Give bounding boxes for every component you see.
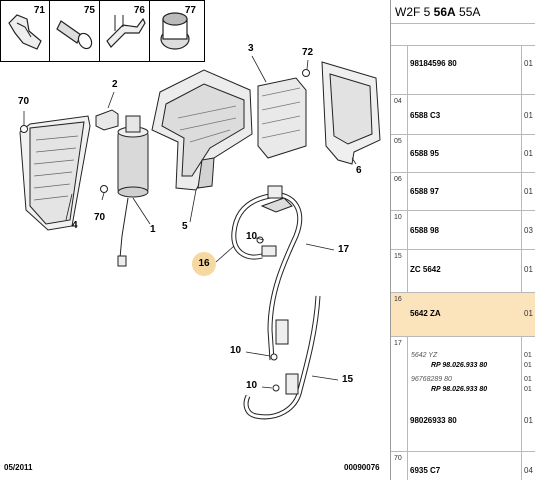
callout-17[interactable]: 17: [338, 244, 350, 255]
row-index: 70: [394, 455, 402, 462]
part-quantity: 01: [524, 416, 533, 425]
callout-6[interactable]: 6: [356, 165, 362, 176]
part-row[interactable]: 17 5642 YZ RP 98.026.933 80 96768289 80 …: [391, 337, 535, 452]
part-row[interactable]: 70 6935 C7 04: [391, 452, 535, 480]
part-reference[interactable]: 98184596 80: [410, 59, 457, 68]
part-quantity: 01: [524, 111, 533, 120]
control-module-part-3: [257, 77, 307, 159]
column-divider: [521, 46, 522, 480]
callout-5[interactable]: 5: [182, 221, 188, 232]
housing-bracket-part-5: [151, 69, 253, 191]
callout-3[interactable]: 3: [248, 43, 254, 54]
sub-quantity: 01: [524, 386, 532, 393]
grommet-icon: [160, 12, 190, 50]
screw-72: [302, 69, 310, 77]
row-index: 06: [394, 176, 402, 183]
sub-quantity: 01: [524, 352, 532, 359]
clip-10-b: [270, 353, 278, 361]
bracket-rail-icon: [106, 15, 146, 48]
thumbnail-76[interactable]: 76: [101, 1, 150, 61]
callout-15[interactable]: 15: [342, 374, 354, 385]
thumbnail-strip: 71 75 76 77: [0, 0, 205, 62]
sub-quantity: 01: [524, 376, 532, 383]
hose-part-17: [267, 185, 303, 361]
model-header: W2F 5 56A 55A: [391, 0, 535, 24]
callout-70[interactable]: 70: [18, 96, 30, 107]
part-quantity: 01: [524, 265, 533, 274]
part-reference[interactable]: 6588 C3: [410, 111, 441, 120]
part-row[interactable]: 98184596 80 01: [391, 46, 535, 95]
callout-10[interactable]: 10: [246, 231, 258, 242]
part-reference[interactable]: 6935 C7: [410, 466, 441, 475]
sub-reference: 5642 YZ: [411, 352, 438, 359]
thumbnail-number: 75: [83, 5, 95, 16]
cover-plate-part-6: [321, 61, 381, 165]
part-reference[interactable]: 6588 97: [410, 187, 439, 196]
rubber-plug-icon: [56, 20, 93, 50]
thumbnail-number: 71: [33, 5, 45, 16]
thumbnail-71[interactable]: 71: [1, 1, 50, 61]
part-row-selected[interactable]: 16 5642 ZA 01: [391, 293, 535, 337]
thumbnail-77[interactable]: 77: [151, 1, 200, 61]
callout-4[interactable]: 4: [72, 220, 78, 231]
header-subrow: [391, 24, 535, 46]
part-row[interactable]: 15 ZC 5642 01: [391, 250, 535, 293]
clip-10-a: [256, 236, 264, 244]
sub-quantity: 01: [524, 362, 532, 369]
part-reference[interactable]: ZC 5642: [410, 265, 441, 274]
hose-part-16: [231, 193, 293, 260]
clip-10-c: [272, 384, 280, 392]
row-index: 15: [394, 253, 402, 260]
bolt-70-b: [100, 185, 108, 193]
bolt-70-a: [20, 125, 28, 133]
column-divider: [407, 46, 408, 480]
row-index: 04: [394, 98, 402, 105]
sub-replacement: RP 98.026.933 80: [431, 386, 488, 393]
part-row[interactable]: 04 6588 C3 01: [391, 95, 535, 135]
clip-part-2: [95, 109, 119, 131]
hose-part-15: [243, 295, 321, 420]
row-index: 10: [394, 214, 402, 221]
part-quantity: 01: [524, 59, 533, 68]
row-index: 05: [394, 138, 402, 145]
part-quantity: 04: [524, 466, 533, 475]
part-quantity: 01: [524, 149, 533, 158]
parts-list-panel[interactable]: W2F 5 56A 55A 98184596 80 01 04 6588 C3 …: [390, 0, 535, 480]
row-index: 16: [394, 296, 402, 303]
part-quantity: 03: [524, 226, 533, 235]
part-quantity: 01: [524, 187, 533, 196]
callout-10[interactable]: 10: [230, 345, 242, 356]
part-row[interactable]: 06 6588 97 01: [391, 173, 535, 211]
part-reference[interactable]: 5642 ZA: [410, 309, 441, 318]
sub-reference: 96768289 80: [411, 376, 452, 383]
part-row[interactable]: 05 6588 95 01: [391, 135, 535, 173]
exploded-view-illustration: [19, 55, 381, 420]
callout-1[interactable]: 1: [150, 224, 156, 235]
part-reference[interactable]: 98026933 80: [410, 416, 457, 425]
diagram-code: 00090076: [344, 463, 380, 472]
model-selected: 56A: [433, 5, 456, 19]
diagram-date: 05/2011: [4, 463, 33, 472]
sub-replacement: RP 98.026.933 80: [431, 362, 488, 369]
part-row[interactable]: 10 6588 98 03: [391, 211, 535, 250]
thumbnail-number: 77: [184, 5, 196, 16]
thumbnail-number: 76: [133, 5, 145, 16]
thumbnail-75[interactable]: 75: [51, 1, 100, 61]
parts-diagram[interactable]: 71 75 76 77: [0, 0, 390, 480]
callout-72[interactable]: 72: [302, 47, 314, 58]
part-reference[interactable]: 6588 98: [410, 226, 439, 235]
panel-shield-part: [19, 115, 91, 231]
canister-part-1: [117, 115, 149, 267]
model-prefix: W2F 5: [395, 5, 434, 19]
callout-10[interactable]: 10: [246, 380, 258, 391]
model-suffix: 55A: [455, 5, 481, 19]
callout-16-highlighted[interactable]: 16: [192, 252, 216, 276]
row-index: 17: [394, 340, 402, 347]
part-reference[interactable]: 6588 95: [410, 149, 439, 158]
callout-70[interactable]: 70: [94, 212, 106, 223]
part-quantity: 01: [524, 309, 533, 318]
bracket-clip-icon: [8, 14, 42, 50]
callout-2[interactable]: 2: [112, 79, 118, 90]
